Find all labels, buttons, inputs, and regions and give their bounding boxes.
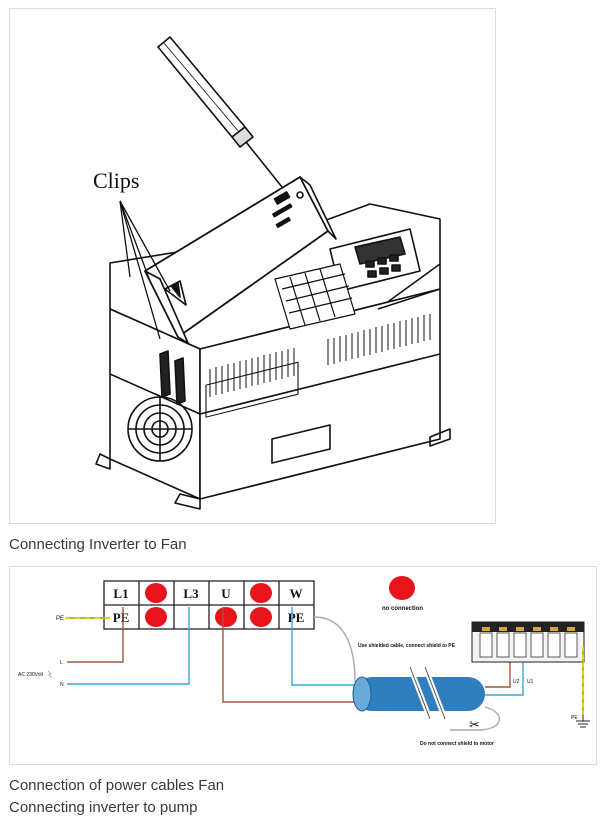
terminal-label-u: U [221, 586, 231, 601]
clips-label: Clips [93, 168, 139, 193]
inverter-drawing: Clips [93, 36, 451, 510]
terminal-label-l3: L3 [183, 586, 199, 601]
w-output-wire [291, 607, 357, 686]
caption-power-cables-fan: Connection of power cables Fan [9, 777, 225, 794]
no-connection-dot [145, 607, 167, 627]
no-connection-dot [250, 583, 272, 603]
n-input-label: N [60, 682, 64, 688]
wiring-diagram: L1 L3 U W PE PE no connection PE L N AC … [18, 576, 590, 747]
motor-pe-label: PE [571, 715, 578, 721]
fan-icon [127, 396, 193, 462]
keypad [329, 228, 421, 292]
u-output-wire [222, 607, 357, 703]
terminal-label-pe-left: PE [113, 610, 130, 625]
n-input-wire [67, 607, 190, 685]
inverter-cover-illustration: Clips [9, 8, 496, 524]
l-input-wire [67, 607, 124, 663]
scissors-icon: ✂ [469, 717, 480, 732]
shield-wire [313, 616, 356, 683]
l-input-label: L [60, 660, 63, 666]
u2-label: U2 [513, 679, 520, 685]
legend-no-connection-text: no connection [382, 606, 423, 612]
caption-inverter-to-pump: Connecting inverter to pump [9, 799, 198, 816]
no-connection-dot [215, 607, 237, 627]
shield-note: Use shielded cable, connect shield to PE [358, 643, 456, 649]
ac-source-icon [47, 670, 53, 679]
no-connection-dot [145, 583, 167, 603]
caption-inverter-to-fan: Connecting Inverter to Fan [9, 536, 187, 553]
no-connection-dot [250, 607, 272, 627]
clips-pointers [119, 200, 171, 340]
screwdriver-icon [157, 36, 287, 193]
terminal-label-pe-right: PE [288, 610, 305, 625]
power-cable-wiring-diagram: L1 L3 U W PE PE no connection PE L N AC … [9, 566, 597, 765]
terminal-label-l1: L1 [113, 586, 128, 601]
shielded-cable [352, 666, 485, 720]
ground-icon [576, 715, 590, 728]
u1-label: U1 [527, 679, 534, 685]
legend-no-connection-dot [389, 576, 415, 600]
ac-voltage-label: AC 230Volt [18, 672, 44, 678]
motor-shield-wire [450, 706, 501, 731]
pe-input-label: PE [56, 616, 64, 622]
terminal-label-w: W [290, 586, 303, 601]
terminal-block [274, 263, 356, 330]
inverter-terminal-strip [103, 580, 315, 630]
motor-terminal-block [471, 621, 585, 663]
motor-shield-note: Do not connect shield to motor [420, 741, 494, 747]
inverter-cover [144, 176, 337, 344]
